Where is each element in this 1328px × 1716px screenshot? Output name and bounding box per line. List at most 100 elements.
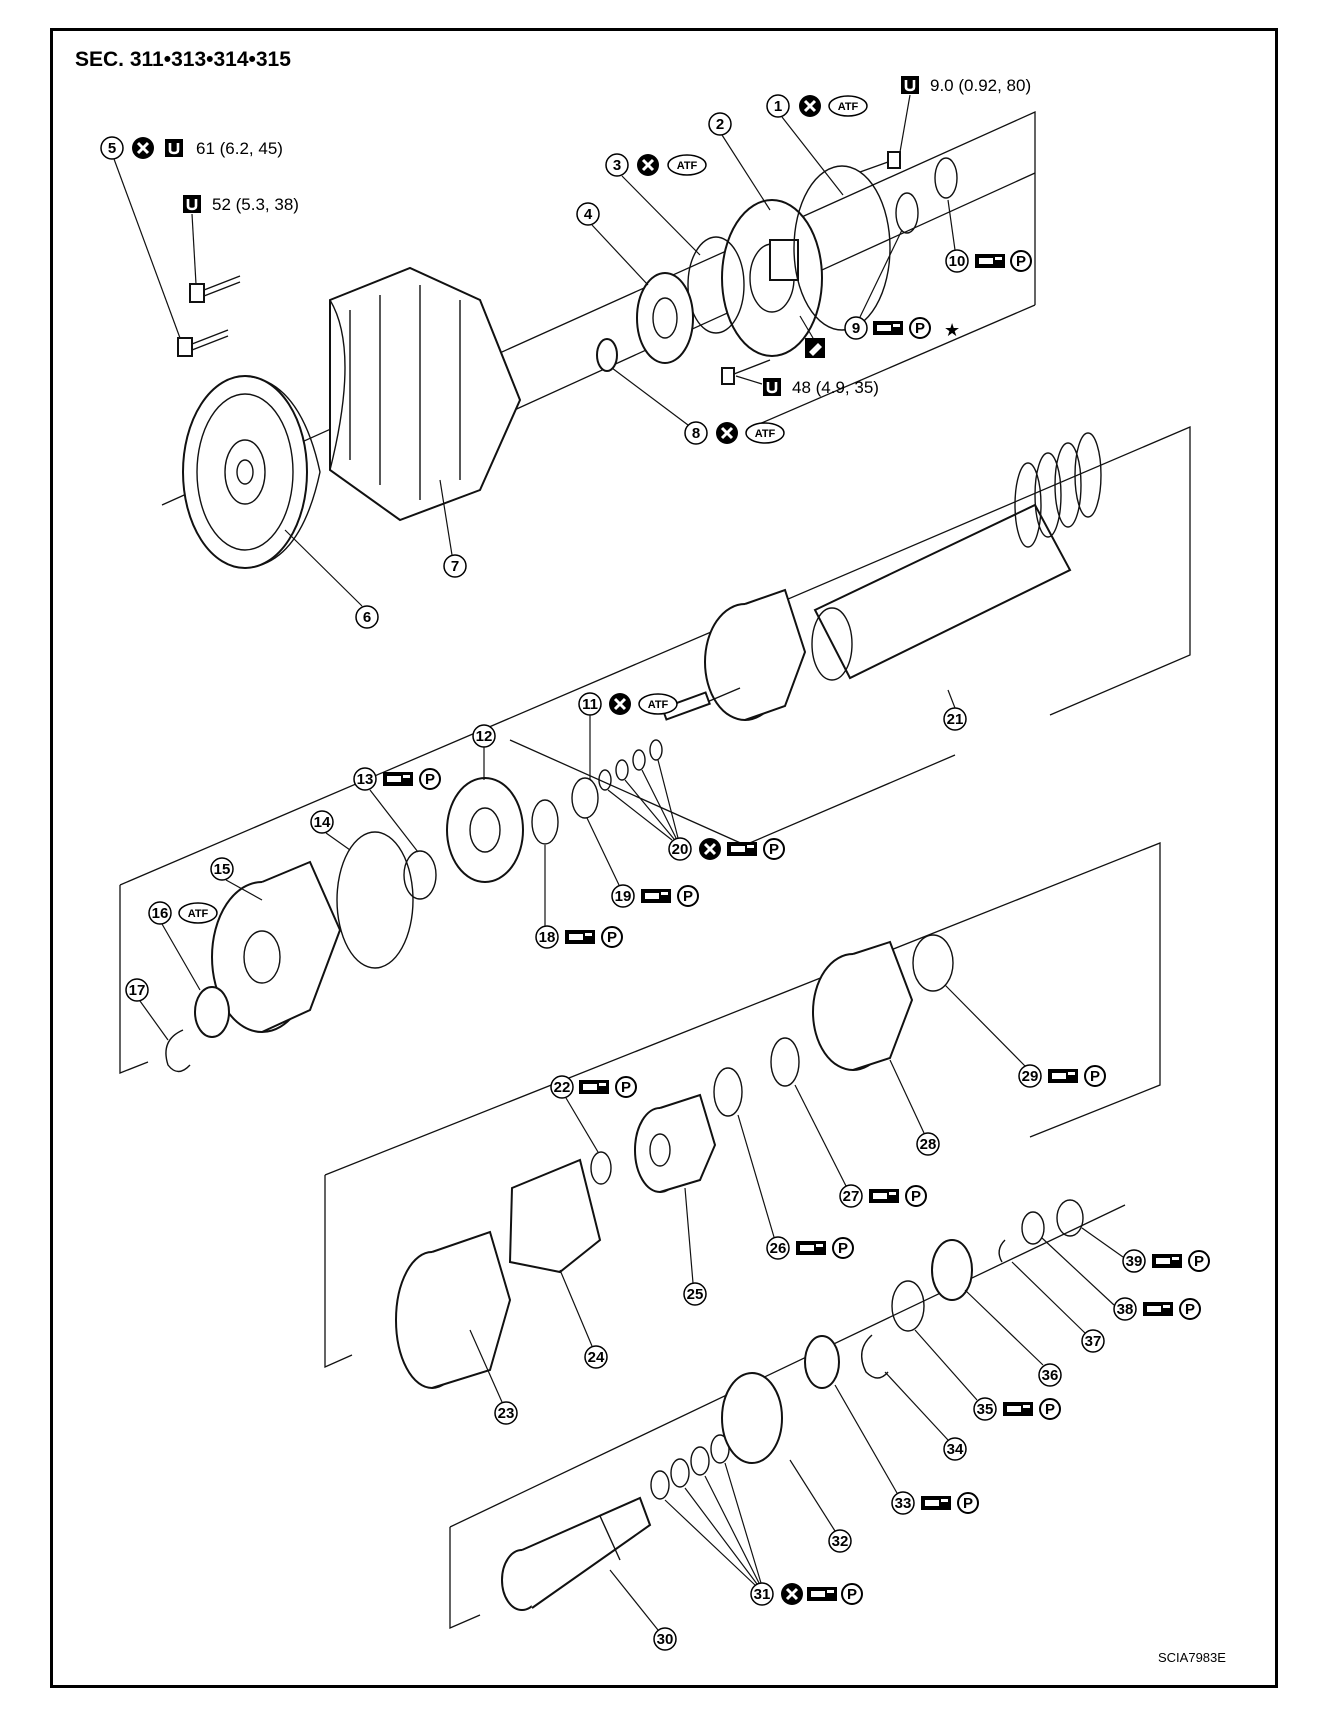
washer-35 xyxy=(891,1280,925,1332)
atf-label: ATF xyxy=(755,428,776,440)
callout-38-circle xyxy=(1113,1297,1137,1321)
callout-4: 4 xyxy=(584,206,593,223)
snap-ring-37 xyxy=(998,1239,1006,1263)
callout-18: 18 xyxy=(539,929,556,946)
pump-cover-oring xyxy=(687,165,891,334)
washer-38 xyxy=(1021,1211,1045,1245)
callout-31: 31 xyxy=(754,1586,771,1603)
p-label: P xyxy=(683,888,693,905)
callout-1-circle xyxy=(766,94,790,118)
snap-ring-27 xyxy=(770,1037,800,1087)
p-label: P xyxy=(847,1586,857,1603)
callout-31-circle xyxy=(750,1582,774,1606)
p-label: P xyxy=(621,1079,631,1096)
atf-label: ATF xyxy=(677,160,698,172)
p-label: P xyxy=(911,1188,921,1205)
thrust-washers xyxy=(403,777,599,900)
callout-32: 32 xyxy=(832,1533,849,1550)
converter-housing xyxy=(329,266,522,522)
seal-rings-20 xyxy=(598,739,663,791)
callout-26-circle xyxy=(766,1236,790,1260)
atf-label: ATF xyxy=(188,908,209,920)
x-circle-icon xyxy=(697,836,723,862)
callout-24-circle xyxy=(584,1345,608,1369)
washer-26 xyxy=(713,1067,743,1117)
callout-12: 12 xyxy=(476,728,493,745)
torque-bolt-48: 48 (4.9, 35) xyxy=(792,378,879,397)
callout-39: 39 xyxy=(1126,1253,1143,1270)
callout-32-circle xyxy=(828,1529,852,1553)
callout-34: 34 xyxy=(947,1441,964,1458)
callout-6: 6 xyxy=(363,609,371,626)
snap-ring-34 xyxy=(860,1334,889,1379)
callout-22-circle xyxy=(550,1075,574,1099)
callout-26: 26 xyxy=(770,1240,787,1257)
callout-13: 13 xyxy=(357,771,374,788)
atf-label: ATF xyxy=(648,699,669,711)
grease-icon xyxy=(565,930,595,944)
callout-36-circle xyxy=(1038,1363,1062,1387)
callouts: 1 ATF 9.0 (0.92, 80) 2 3 ATF 4 5 61 (6.2… xyxy=(100,74,1210,1651)
star-mark: ★ xyxy=(944,320,960,340)
callout-19: 19 xyxy=(615,888,632,905)
callout-3: 3 xyxy=(613,157,621,174)
grease-icon xyxy=(641,889,671,903)
callout-34-circle xyxy=(943,1437,967,1461)
callout-16-circle xyxy=(148,901,172,925)
grease-icon xyxy=(727,842,757,856)
gear-32 xyxy=(721,1372,783,1464)
callout-29-circle xyxy=(1018,1064,1042,1088)
clutch-drum-shell xyxy=(811,503,1072,681)
grease-icon xyxy=(383,772,413,786)
pump-seal xyxy=(636,272,694,364)
callout-27: 27 xyxy=(843,1188,860,1205)
section-title: SEC. 311•313•314•315 xyxy=(75,48,291,71)
x-circle-icon xyxy=(607,691,633,717)
callout-20-circle xyxy=(668,837,692,861)
p-label: P xyxy=(1185,1301,1195,1318)
x-circle-icon xyxy=(714,420,740,446)
atf-label: ATF xyxy=(838,101,859,113)
callout-7-circle xyxy=(443,554,467,578)
callout-17-circle xyxy=(125,978,149,1002)
callout-25-circle xyxy=(683,1282,707,1306)
callout-30-circle xyxy=(653,1627,677,1651)
pump-washers xyxy=(895,157,958,234)
callout-15-circle xyxy=(210,857,234,881)
bearing-16 xyxy=(194,986,230,1038)
grease-icon xyxy=(921,1496,951,1510)
bolts-housing xyxy=(177,275,241,357)
callout-21: 21 xyxy=(947,711,964,728)
callout-35: 35 xyxy=(977,1401,994,1418)
callout-25: 25 xyxy=(687,1286,704,1303)
torque-pump-bolt: 9.0 (0.92, 80) xyxy=(930,76,1031,95)
callout-28: 28 xyxy=(920,1136,937,1153)
callout-6-circle xyxy=(355,605,379,629)
carrier-15 xyxy=(211,860,342,1033)
callout-29: 29 xyxy=(1022,1068,1039,1085)
p-label: P xyxy=(607,929,617,946)
snap-rings-21 xyxy=(1014,432,1102,548)
wrench-icon xyxy=(181,193,203,215)
x-circle-icon xyxy=(130,135,156,161)
torque-converter xyxy=(182,375,321,569)
p-label: P xyxy=(425,771,435,788)
callout-2-circle xyxy=(708,112,732,136)
torque-bolt-52: 52 (5.3, 38) xyxy=(212,195,299,214)
drum-28 xyxy=(812,940,914,1071)
callout-9-circle xyxy=(844,316,868,340)
callout-16: 16 xyxy=(152,905,169,922)
callout-1: 1 xyxy=(774,98,782,115)
grease-icon xyxy=(807,1587,837,1601)
seal-rings-31 xyxy=(650,1434,730,1500)
drum-25 xyxy=(634,1093,717,1193)
callout-22: 22 xyxy=(554,1079,571,1096)
washer-39 xyxy=(1056,1199,1084,1237)
sun-gear-12 xyxy=(446,777,524,883)
callout-17: 17 xyxy=(129,982,146,999)
p-label: P xyxy=(963,1495,973,1512)
grease-icon xyxy=(1152,1254,1182,1268)
callout-8: 8 xyxy=(692,425,700,442)
callout-5-circle xyxy=(100,136,124,160)
